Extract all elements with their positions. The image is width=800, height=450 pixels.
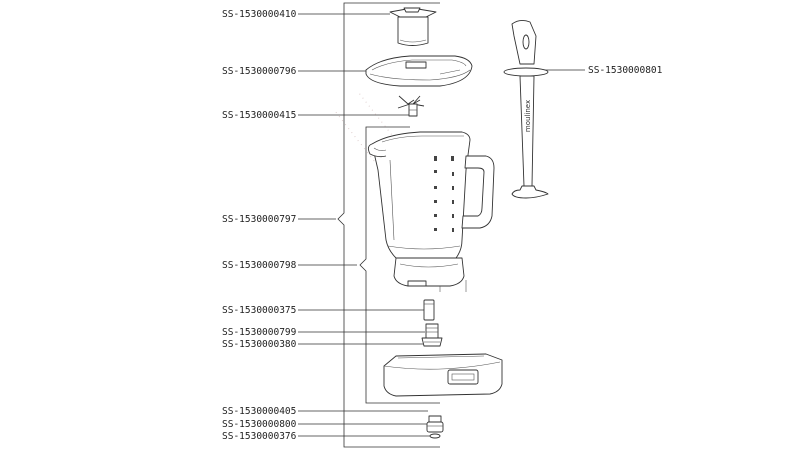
label-drive-unit: SS-1530000799 [222,327,297,338]
label-motor-coupling: SS-1530000800 [222,419,297,430]
label-coupler: SS-1530000375 [222,305,296,316]
bracket-outer [337,2,440,448]
label-jug: SS-1530000798 [222,260,297,271]
coupler-part [423,299,435,321]
label-washer: SS-1530000376 [222,431,297,442]
tamper-brand-text: moulinex [524,100,532,132]
lid-cap-part [389,7,437,46]
blade-part [397,95,425,117]
base-part [383,353,503,397]
motor-coupling-part [426,415,444,439]
label-blade: SS-1530000415 [222,110,296,121]
label-tamper: SS-1530000801 [588,65,663,76]
label-jug-assembly: SS-1530000797 [222,214,296,225]
jug-part [367,131,495,292]
drive-unit-part [421,323,443,347]
bracket-inner [359,126,440,404]
label-lid-cap: SS-1530000410 [222,9,297,20]
tamper-part: moulinex [503,19,549,199]
label-lid: SS-1530000796 [222,66,297,77]
label-base-ring: SS-1530000405 [222,406,296,417]
lid-part [365,55,473,87]
label-seal: SS-1530000380 [222,339,297,350]
